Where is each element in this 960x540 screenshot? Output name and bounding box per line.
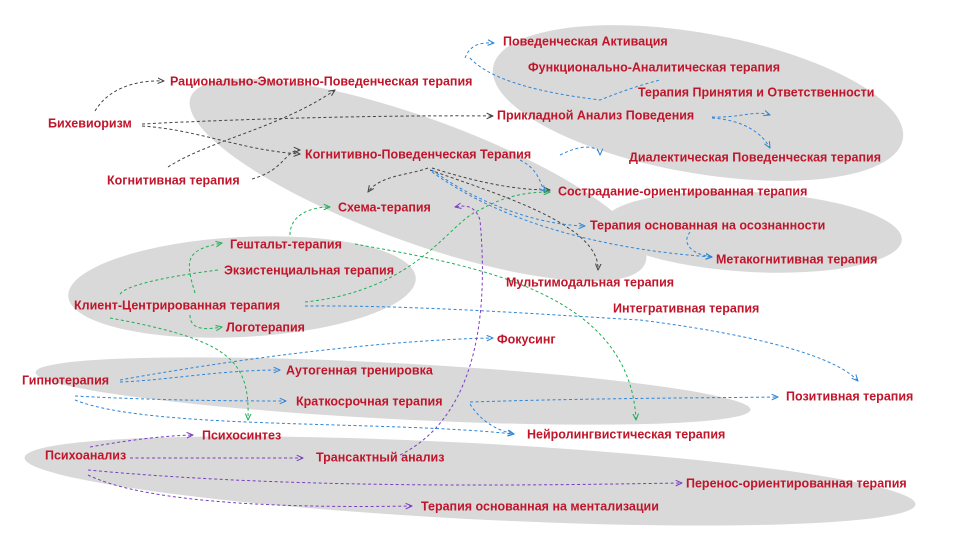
node-rebt: Рационально-Эмотивно-Поведенческая терап… [170, 74, 473, 89]
purple-connectors [87, 206, 682, 506]
blue-connectors [74, 43, 858, 434]
edge-aba-dbt [711, 117, 770, 148]
node-client-centered: Клиент-Центрированная терапия [74, 298, 281, 313]
edge-psycho-psychosynthesis [89, 435, 193, 448]
green-connectors [109, 192, 636, 420]
node-brief: Краткосрочная терапия [296, 394, 443, 409]
connector-layer [74, 43, 858, 507]
edge-psycho-mbt [87, 474, 412, 506]
node-schema: Схема-терапия [338, 200, 431, 215]
edge-brief-nlp [469, 403, 514, 434]
cluster-third-wave [492, 25, 904, 181]
node-tfp: Перенос-ориентированная терапия [686, 476, 907, 491]
node-positive: Позитивная терапия [786, 389, 914, 404]
edge-cbt-mindfulness [431, 169, 585, 226]
node-existential: Экзистенциальная терапия [224, 263, 395, 278]
node-autogenic: Аутогенная тренировка [286, 363, 433, 378]
edge-cbt-multimodal [429, 169, 598, 270]
node-psychoanalysis: Психоанализ [45, 448, 127, 463]
node-focusing: Фокусинг [497, 332, 556, 347]
edge-cbt-schema [368, 167, 429, 192]
edge-psycho-tfp [87, 469, 682, 485]
edge-hypno-focusing [119, 338, 493, 381]
node-mindfulness: Терапия основанная на осознанности [590, 218, 826, 233]
edge-gestalt-nlp [354, 243, 636, 420]
edge-aba-act [711, 113, 770, 118]
node-fap: Функционально-Аналитическая терапия [528, 60, 781, 75]
node-cft: Сострадание-ориентированная терапия [558, 184, 808, 199]
node-behavioral-activation: Поведенческая Активация [503, 34, 668, 49]
node-act: Терапия Принятия и Ответственности [638, 85, 875, 100]
cluster-humanistic [68, 236, 416, 338]
node-mbt: Терапия основанная на ментализации [421, 499, 659, 514]
edge-behaviorism-cbt [141, 125, 300, 154]
edge-transactional-schema [399, 206, 483, 456]
node-logotherapy: Логотерапия [226, 320, 305, 335]
node-transactional: Трансактный анализ [316, 450, 445, 465]
edge-cognitive-rebt [167, 90, 335, 168]
edge-cognitive-cbt [251, 150, 300, 180]
edge-gestalt-schema [289, 207, 330, 236]
cluster-hypnosis [35, 357, 751, 425]
node-hypnotherapy: Гипнотерапия [22, 373, 110, 388]
edge-mindfulness-metacognitive [686, 231, 712, 257]
node-cbt: Когнитивно-Поведенческая Терапия [305, 147, 532, 162]
node-nlp: Нейролингвистическая терапия [527, 427, 726, 442]
node-integrative: Интегративная терапия [613, 301, 760, 316]
edge-client-gestalt [188, 243, 222, 294]
edge-existential-client [119, 269, 219, 296]
cluster-layer [24, 25, 916, 526]
edge-cbt-dbt [559, 146, 600, 155]
node-metacognitive: Метакогнитивная терапия [716, 252, 878, 267]
node-gestalt: Гештальт-терапия [230, 237, 342, 252]
cluster-mindfulness [602, 191, 902, 273]
edge-fap-loop [469, 57, 661, 101]
cluster-psychodynamic [24, 436, 916, 526]
edge-client-integrative [304, 305, 858, 381]
edge-cbt-cft [431, 167, 550, 190]
node-psychosynthesis: Психосинтез [202, 428, 282, 443]
edge-hypno-nlp [74, 399, 514, 434]
edge-brief-positive [469, 397, 778, 403]
node-cognitive-therapy: Когнитивная терапия [107, 173, 240, 188]
node-multimodal: Мультимодальная терапия [506, 275, 675, 290]
edge-to-behavioral-activation [464, 43, 494, 59]
edge-behaviorism-rebt [94, 81, 164, 112]
edge-hypno-autogenic [119, 370, 280, 383]
node-aba: Прикладной Анализ Поведения [497, 108, 695, 123]
cluster-cbt [189, 78, 647, 282]
node-dbt: Диалектическая Поведенческая терапия [629, 150, 881, 165]
edge-client-logotherapy [189, 314, 222, 329]
edge-client-cft [304, 192, 550, 303]
edge-client-brief [109, 317, 248, 420]
node-behaviorism: Бихевиоризм [48, 116, 132, 131]
edge-cbt-metacognitive [431, 171, 712, 257]
black-connectors [94, 81, 598, 270]
